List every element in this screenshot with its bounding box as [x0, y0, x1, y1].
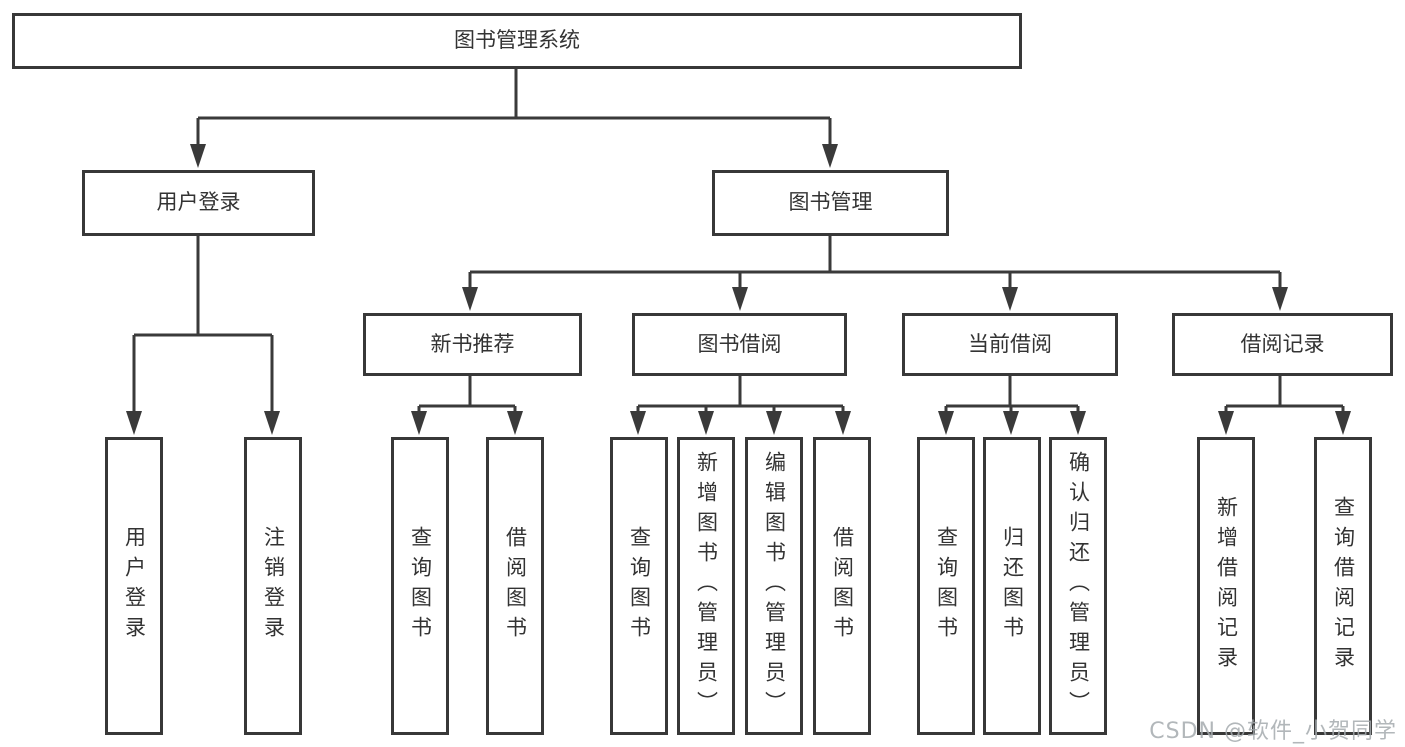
node-label: 新书推荐 — [430, 331, 515, 356]
arrowhead — [462, 287, 478, 311]
leaf-label: 借阅图书 — [830, 526, 855, 646]
leaf-user-login: 用户登录 — [105, 437, 163, 735]
leaf-add-books-admin: 新增图书（管理员） — [677, 437, 735, 735]
arrowhead — [698, 411, 714, 435]
leaf-return-books: 归还图书 — [983, 437, 1041, 735]
node-label: 图书管理 — [788, 190, 873, 215]
arrowhead — [732, 287, 748, 311]
node-book-borrow: 图书借阅 — [632, 313, 847, 376]
node-label: 图书管理系统 — [454, 28, 580, 53]
arrowhead — [630, 411, 646, 435]
leaf-edit-books-admin: 编辑图书（管理员） — [745, 437, 803, 735]
leaf-logout: 注销登录 — [244, 437, 302, 735]
arrowhead — [264, 411, 280, 435]
connector-newbook-to-leaves — [417, 376, 517, 413]
arrowhead — [411, 411, 427, 435]
node-book-management: 图书管理 — [712, 170, 949, 236]
leaf-confirm-return-admin: 确认归还（管理员） — [1049, 437, 1107, 735]
arrowhead — [1335, 411, 1351, 435]
arrowhead — [938, 411, 954, 435]
leaf-borrow-books: 借阅图书 — [813, 437, 871, 735]
leaf-label: 查询图书 — [934, 526, 959, 646]
node-label: 用户登录 — [156, 190, 241, 215]
arrowhead — [1003, 411, 1019, 435]
node-borrow-record: 借阅记录 — [1172, 313, 1393, 376]
leaf-label: 确认归还（管理员） — [1066, 451, 1091, 721]
leaf-label: 归还图书 — [1000, 526, 1025, 646]
arrowhead — [1272, 287, 1288, 311]
node-label: 借阅记录 — [1240, 331, 1325, 356]
node-library-management-system: 图书管理系统 — [12, 13, 1022, 69]
leaf-label: 用户登录 — [122, 526, 147, 646]
arrowhead — [190, 144, 206, 168]
arrowhead — [1218, 411, 1234, 435]
node-label: 当前借阅 — [968, 331, 1052, 356]
csdn-watermark: CSDN @软件_小贺同学 — [1149, 719, 1397, 744]
leaf-query-books: 查询图书 — [391, 437, 449, 735]
arrowhead — [1002, 287, 1018, 311]
node-current-borrow: 当前借阅 — [902, 313, 1118, 376]
connector-record-to-leaves — [1224, 376, 1345, 413]
arrowhead — [507, 411, 523, 435]
leaf-label: 新增图书（管理员） — [694, 451, 719, 721]
leaf-label: 编辑图书（管理员） — [762, 451, 787, 721]
leaf-label: 查询图书 — [627, 526, 652, 646]
leaf-query-books: 查询图书 — [610, 437, 668, 735]
connector-borrow-to-leaves — [636, 376, 845, 413]
arrowhead — [822, 144, 838, 168]
leaf-label: 查询图书 — [408, 526, 433, 646]
arrowhead — [766, 411, 782, 435]
leaf-label: 注销登录 — [261, 526, 286, 646]
leaf-label: 借阅图书 — [503, 526, 528, 646]
connector-login-to-leaves — [132, 236, 274, 413]
arrowhead — [835, 411, 851, 435]
connector-root-to-level1 — [196, 69, 832, 146]
leaf-query-books: 查询图书 — [917, 437, 975, 735]
node-new-book-recommend: 新书推荐 — [363, 313, 582, 376]
leaf-query-borrow-record: 查询借阅记录 — [1314, 437, 1372, 735]
leaf-label: 查询借阅记录 — [1331, 496, 1356, 676]
leaf-label: 新增借阅记录 — [1214, 496, 1239, 676]
arrowhead — [1070, 411, 1086, 435]
leaf-borrow-books: 借阅图书 — [486, 437, 544, 735]
connector-mgmt-to-level2 — [468, 236, 1282, 289]
arrowhead — [126, 411, 142, 435]
node-label: 图书借阅 — [697, 331, 782, 356]
node-user-login: 用户登录 — [82, 170, 315, 236]
leaf-add-borrow-record: 新增借阅记录 — [1197, 437, 1255, 735]
connector-current-to-leaves — [944, 376, 1080, 413]
